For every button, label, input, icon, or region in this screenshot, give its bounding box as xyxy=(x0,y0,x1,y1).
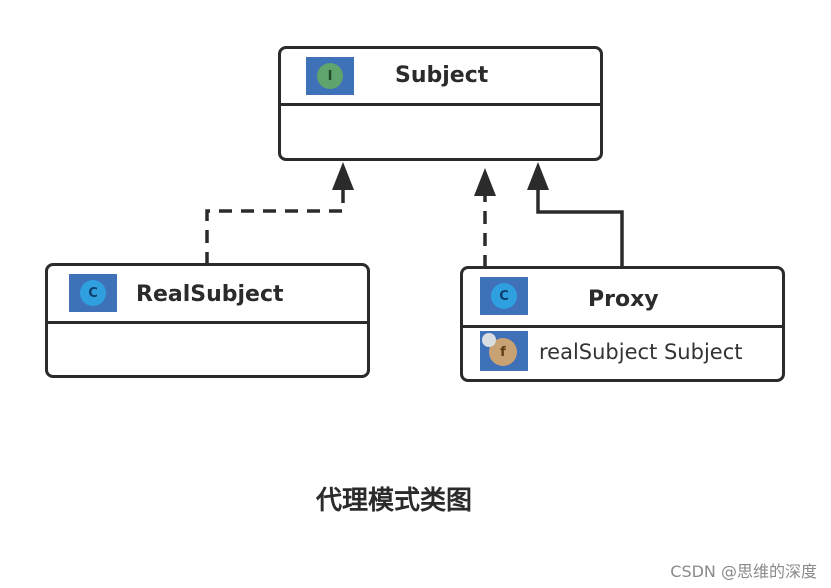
diagram-caption: 代理模式类图 xyxy=(315,486,472,516)
visibility-dot-icon xyxy=(482,333,496,347)
arrowhead-proxy-association xyxy=(527,162,549,190)
field-row[interactable]: f realSubject Subject xyxy=(463,328,782,378)
class-icon: C xyxy=(480,277,528,315)
association-line-proxy xyxy=(536,190,624,268)
class-name: Proxy xyxy=(588,287,659,312)
interface-icon: I xyxy=(306,57,354,95)
class-header: I Subject xyxy=(281,49,600,106)
field-text: realSubject Subject xyxy=(539,340,743,364)
class-box-proxy[interactable]: C Proxy f realSubject Subject xyxy=(460,266,785,382)
class-badge: C xyxy=(80,280,106,306)
watermark: CSDN @思维的深度 xyxy=(670,562,817,581)
class-icon: C xyxy=(69,274,117,312)
realization-line-realsubject xyxy=(205,190,345,265)
arrowhead-proxy-realization xyxy=(474,168,496,196)
class-box-realsubject[interactable]: C RealSubject xyxy=(45,263,370,378)
class-name: RealSubject xyxy=(136,282,284,307)
interface-badge: I xyxy=(317,63,343,89)
class-header: C RealSubject xyxy=(48,266,367,324)
class-name: Subject xyxy=(395,63,489,88)
class-header: C Proxy xyxy=(463,269,782,328)
arrowhead-realsubject xyxy=(332,162,354,190)
field-icon: f xyxy=(480,331,528,371)
class-badge: C xyxy=(491,283,517,309)
class-box-subject[interactable]: I Subject xyxy=(278,46,603,161)
